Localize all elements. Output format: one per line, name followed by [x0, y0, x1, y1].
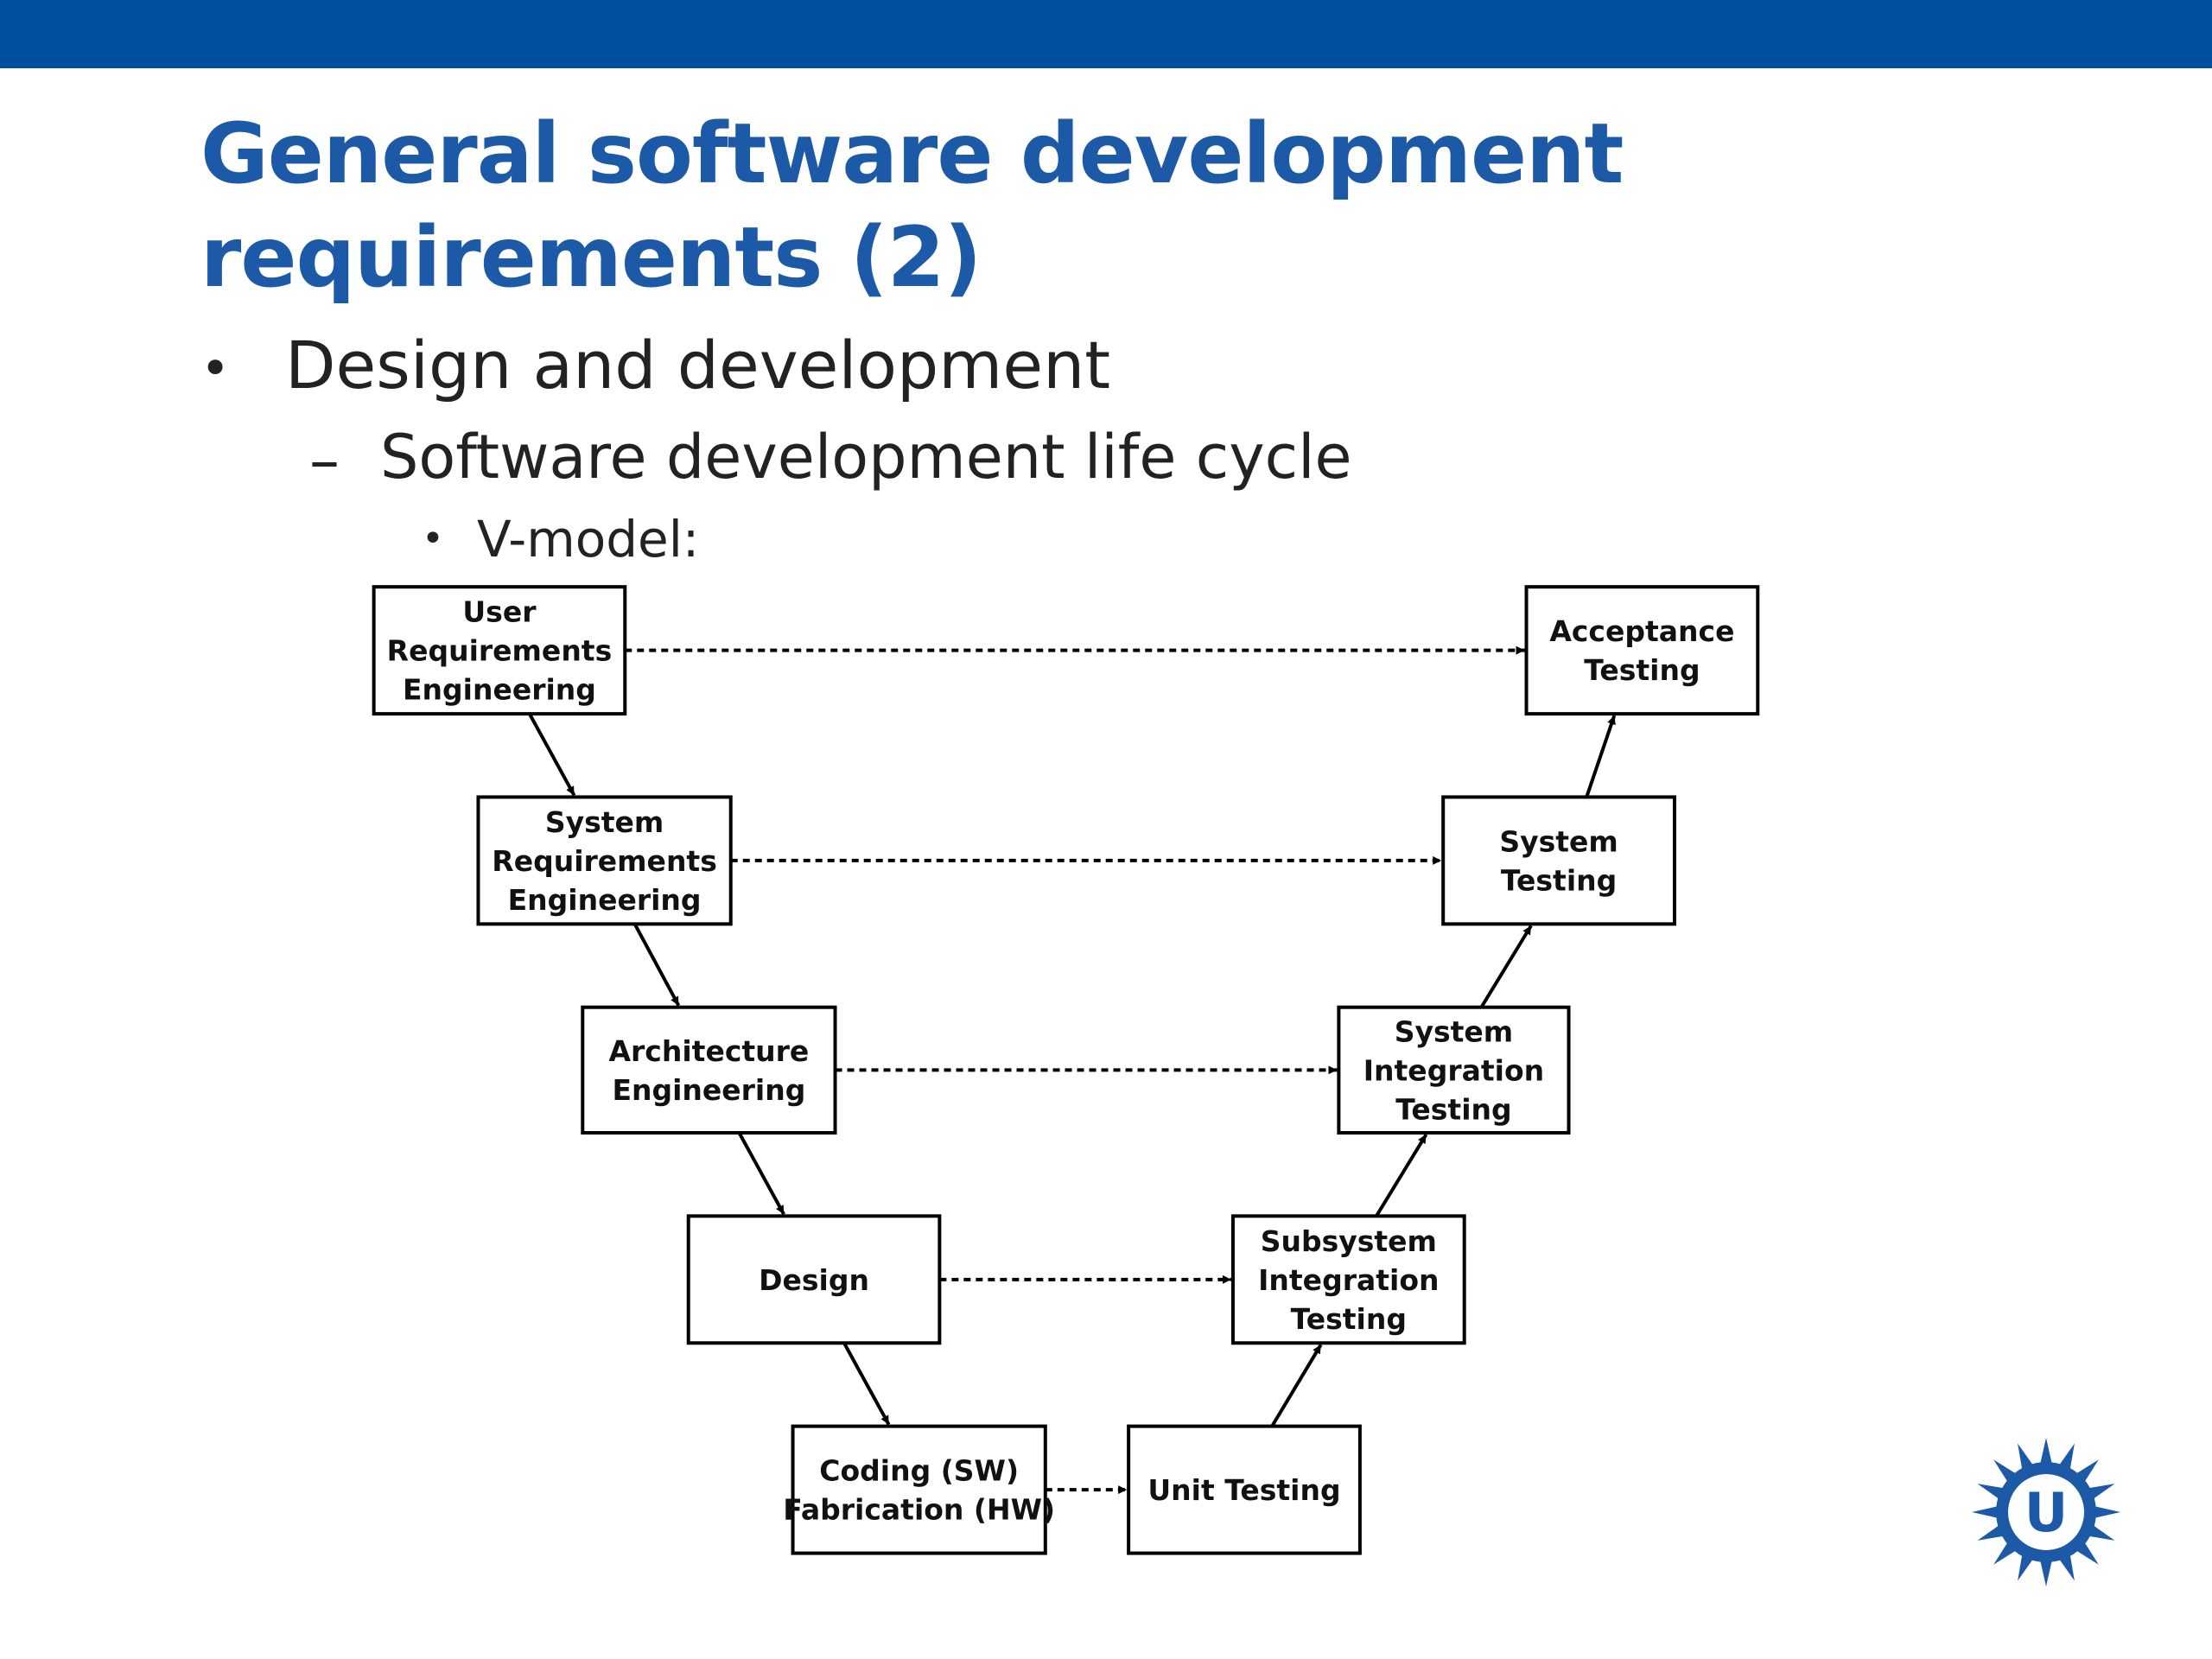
bullet-v-model: V-model:	[477, 510, 700, 569]
box-label-line: Engineering	[508, 883, 702, 917]
bullet-marker-2: –	[309, 425, 340, 496]
box-label-line: Design	[759, 1263, 869, 1297]
box-frame	[476, 795, 733, 926]
box-label-line: Testing	[1291, 1302, 1407, 1336]
edge-subsys-to-sys-int	[1375, 1133, 1428, 1217]
box-frame	[1441, 795, 1676, 926]
box-frame	[1127, 1424, 1362, 1555]
logo-ray	[2087, 1524, 2115, 1541]
box-coding: Coding (SW) Fabrication (HW)	[783, 1424, 1055, 1555]
box-label-line: Testing	[1501, 863, 1617, 897]
logo-ray	[2058, 1553, 2075, 1581]
box-frame	[1230, 1214, 1466, 1345]
logo-ray	[2039, 1438, 2053, 1465]
edge-arch-to-design	[737, 1132, 785, 1216]
box-label-line: Subsystem	[1261, 1224, 1437, 1258]
logo-ray	[1977, 1484, 2005, 1500]
logo-ray	[2018, 1553, 2034, 1581]
logo-ray	[1972, 1505, 1999, 1519]
box-frame	[372, 585, 627, 716]
box-label-line: System	[1499, 824, 1618, 858]
slide-title: General software development requirement…	[200, 102, 1842, 309]
logo-ray	[2093, 1505, 2120, 1519]
box-unit: Unit Testing	[1127, 1424, 1362, 1555]
logo-ray	[2058, 1443, 2075, 1471]
edge-unit-to-subsys	[1270, 1344, 1323, 1427]
university-sun-logo-icon: U	[1968, 1434, 2124, 1590]
box-label-line: Engineering	[403, 673, 596, 707]
box-frame	[791, 1424, 1047, 1555]
edge-sys-req-to-arch	[632, 923, 681, 1007]
logo-letter: U	[2024, 1481, 2068, 1544]
box-design: Design	[686, 1214, 942, 1345]
box-label-line: System	[545, 805, 664, 839]
box-label-line: Fabrication (HW)	[783, 1493, 1055, 1527]
bullet-marker-1: •	[200, 339, 231, 397]
bullet-marker-3: •	[422, 517, 444, 561]
logo-ray	[2039, 1559, 2053, 1586]
box-label-line: Acceptance	[1549, 614, 1734, 648]
box-label-line: Testing	[1584, 653, 1700, 687]
title-line-1: General software development	[200, 105, 1624, 202]
logo-ray	[2018, 1443, 2034, 1471]
edge-design-to-coding	[842, 1342, 891, 1426]
box-frame	[1337, 1005, 1571, 1135]
box-label-line: Requirements	[492, 844, 717, 878]
box-label-line: Integration	[1258, 1263, 1439, 1297]
box-label-line: Requirements	[387, 634, 613, 668]
top-banner	[0, 0, 2212, 68]
box-label-line: User	[462, 595, 537, 629]
box-label-line: Architecture	[608, 1034, 809, 1068]
bullet-design-development: Design and development	[285, 327, 1111, 404]
box-layer: UserRequirementsEngineeringSystemRequire…	[372, 585, 1760, 1555]
edge-sys-int-to-sys-test	[1479, 925, 1533, 1008]
edge-sys-test-to-accept	[1585, 715, 1617, 798]
logo-ray	[1977, 1524, 2005, 1541]
edge-layer	[528, 645, 1617, 1495]
bullet-sdlc: Software development life cycle	[380, 422, 1352, 493]
box-label-line: Testing	[1395, 1092, 1511, 1126]
title-line-2: requirements (2)	[200, 209, 982, 306]
box-frame	[1524, 585, 1760, 716]
box-frame	[686, 1214, 942, 1345]
box-label-line: Coding (SW)	[819, 1454, 1019, 1488]
box-label-line: Integration	[1363, 1053, 1544, 1087]
logo-ray	[2087, 1484, 2115, 1500]
box-frame	[581, 1005, 837, 1135]
box-label-line: Unit Testing	[1147, 1473, 1340, 1507]
box-label-line: System	[1395, 1014, 1513, 1048]
edge-user-req-to-sys-req	[528, 713, 576, 797]
box-label-line: Engineering	[612, 1073, 805, 1107]
